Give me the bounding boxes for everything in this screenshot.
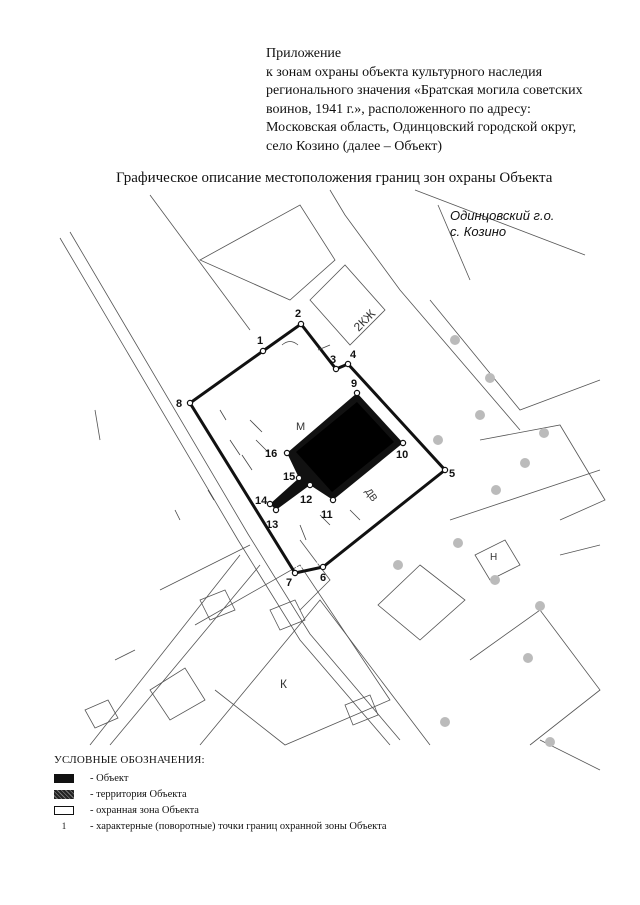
monument-object <box>296 402 394 492</box>
boundary-point-marker <box>297 320 305 328</box>
h-label: Н <box>490 552 497 563</box>
legend-label: - характерные (поворотные) точки границ … <box>90 820 387 832</box>
boundary-point-marker <box>319 563 327 571</box>
legend-item: - Объект <box>54 770 387 786</box>
k-label: К <box>280 677 287 691</box>
boundary-point-marker <box>266 500 274 508</box>
boundary-point-marker <box>332 365 340 373</box>
legend-label: - Объект <box>90 772 129 784</box>
boundary-point-label: 14 <box>255 495 268 507</box>
boundary-point-label: 5 <box>449 468 455 480</box>
boundary-point-marker <box>186 399 194 407</box>
boundary-point-marker <box>441 466 449 474</box>
boundary-point-label: 10 <box>396 449 408 461</box>
legend-item: 1 - характерные (поворотные) точки грани… <box>54 818 387 834</box>
boundary-point-marker <box>399 439 407 447</box>
m-label: М <box>296 421 305 433</box>
appendix-header: Приложение к зонам охраны объекта культу… <box>266 45 636 156</box>
boundary-point-marker <box>353 389 361 397</box>
legend-item: - территория Объекта <box>54 786 387 802</box>
legend-label: - охранная зона Объекта <box>90 804 199 816</box>
boundary-point-label: 15 <box>283 471 295 483</box>
header-line: к зонам охраны объекта культурного насле… <box>266 64 543 80</box>
background-linework <box>59 189 606 771</box>
header-line: Московская область, Одинцовский городско… <box>266 120 577 135</box>
object-swatch <box>54 773 74 783</box>
boundary-point-label: 16 <box>265 448 277 460</box>
header-line: регионального значения «Братская могила … <box>266 83 583 98</box>
boundary-point-label: 9 <box>351 378 357 390</box>
boundary-point-marker <box>272 506 280 514</box>
boundary-point-label: 11 <box>321 509 333 521</box>
legend-item: - охранная зона Объекта <box>54 802 387 818</box>
legend: УСЛОВНЫЕ ОБОЗНАЧЕНИЯ: - Объект - террито… <box>54 754 387 834</box>
zone-swatch <box>54 805 74 815</box>
boundary-point-marker <box>306 481 314 489</box>
header-line: село Козино (далее – Объект) <box>266 138 443 154</box>
boundary-point-marker <box>291 569 299 577</box>
header-line: воинов, 1941 г.», расположенного по адре… <box>266 101 531 117</box>
vegetation-marks <box>174 341 361 541</box>
boundary-point-label: 1 <box>257 335 263 347</box>
boundary-point-marker <box>344 360 352 368</box>
header-line: Приложение <box>266 46 342 61</box>
territory-swatch <box>54 789 74 799</box>
boundary-point-label: 7 <box>286 577 292 589</box>
boundary-point-marker <box>329 496 337 504</box>
boundary-point-label: 2 <box>295 308 301 320</box>
point-swatch: 1 <box>61 821 67 831</box>
boundary-point-label: 8 <box>176 398 182 410</box>
boundary-point-marker <box>283 449 291 457</box>
protection-zone-inner-edge <box>195 328 440 569</box>
boundary-point-marker <box>295 474 303 482</box>
building-label: 2КЖ <box>351 307 378 334</box>
dv-label: ДВ <box>362 487 379 505</box>
boundary-point-label: 12 <box>300 494 312 506</box>
boundary-point-label: 4 <box>350 349 357 361</box>
boundary-point-marker <box>259 347 267 355</box>
boundary-point-label: 6 <box>320 572 326 584</box>
boundary-point-label: 13 <box>266 519 278 531</box>
map-title: Графическое описание местоположения гран… <box>116 170 553 186</box>
district-label: Одинцовский г.о. <box>450 208 554 223</box>
legend-label: - территория Объекта <box>90 788 187 800</box>
boundary-point-label: 3 <box>330 354 336 366</box>
trees <box>393 335 555 747</box>
legend-heading: УСЛОВНЫЕ ОБОЗНАЧЕНИЯ: <box>54 754 205 766</box>
village-label: с. Козино <box>450 224 506 239</box>
